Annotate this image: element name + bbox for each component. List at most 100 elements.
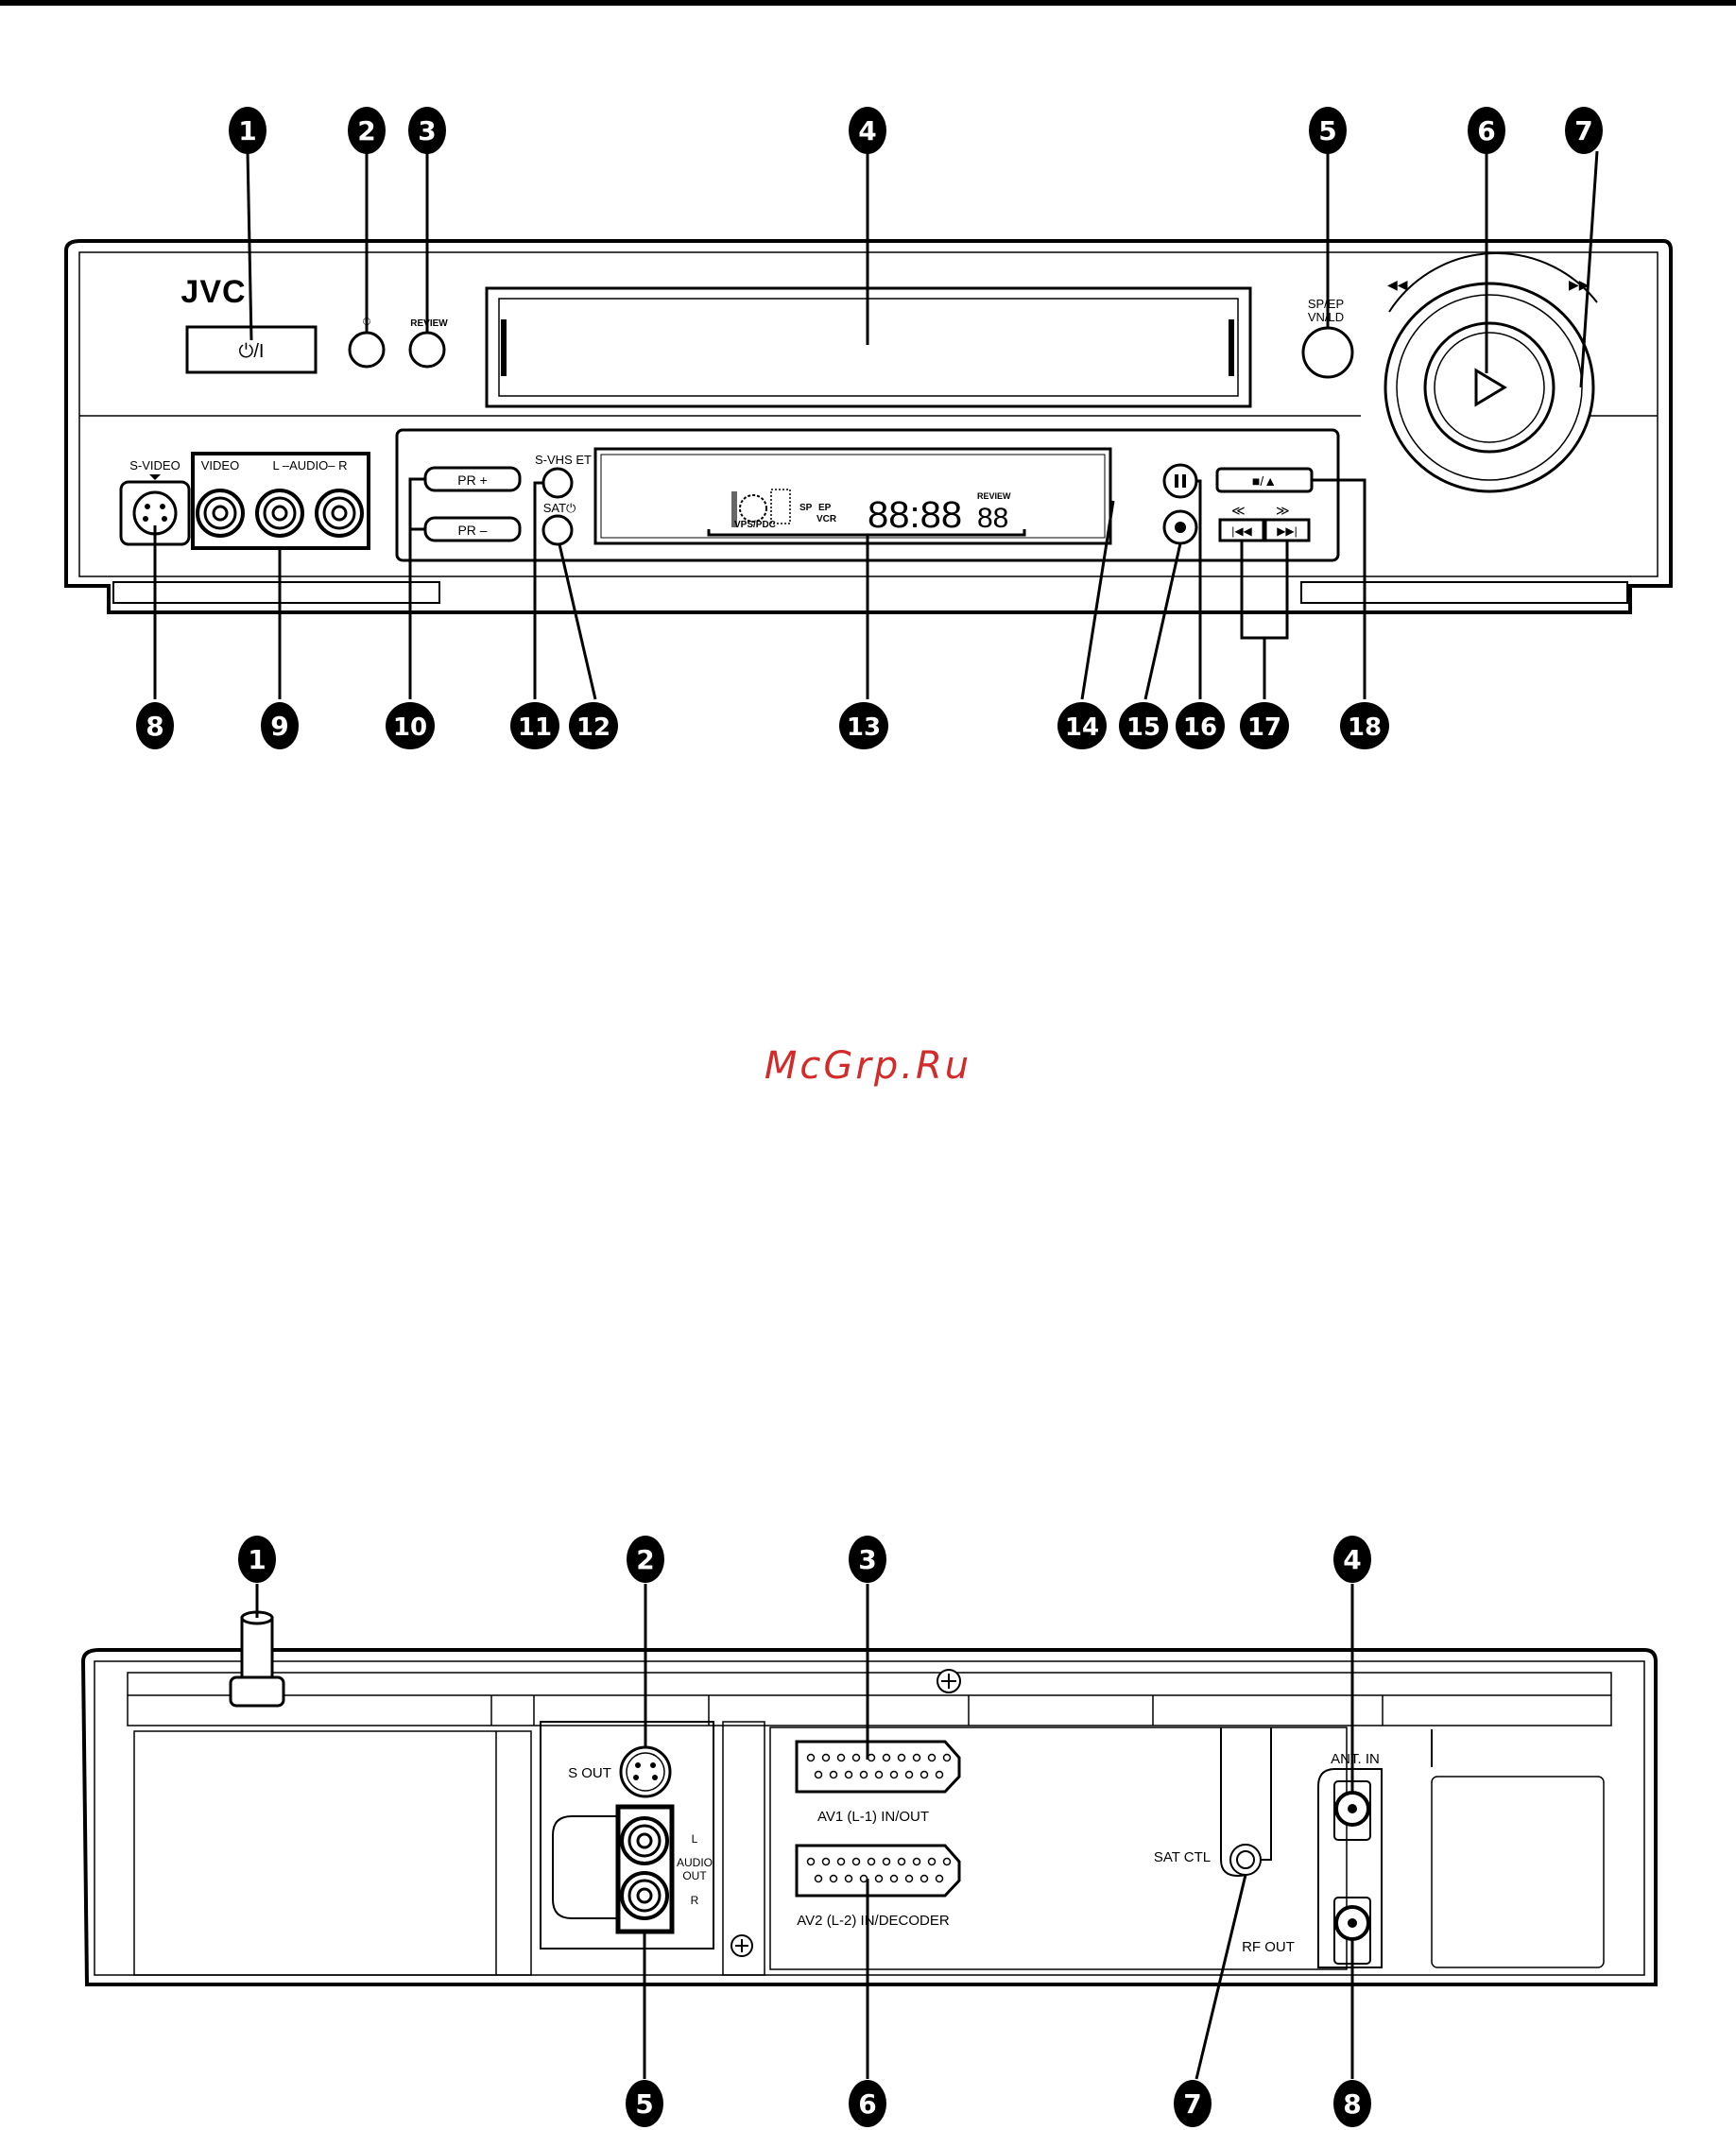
watermark-text: McGrp.Ru: [0, 1044, 1736, 1088]
slow-rev-icon: ≪: [1231, 503, 1246, 518]
callout-1: 1: [229, 107, 266, 154]
svg-text:1: 1: [248, 1544, 266, 1575]
svg-text:2: 2: [357, 115, 375, 146]
pr-plus-label: PR +: [457, 472, 488, 488]
svg-text:8: 8: [1343, 2088, 1361, 2120]
callout-18: 18: [1340, 702, 1389, 749]
callout-5: 5: [1309, 107, 1347, 154]
pause-button[interactable]: [1164, 465, 1196, 497]
pr-minus-button[interactable]: PR –: [425, 518, 520, 541]
s-out-jack[interactable]: [621, 1747, 670, 1796]
skip-back-button[interactable]: |◀◀: [1220, 520, 1263, 541]
callout-6: 6: [1468, 107, 1505, 154]
svg-text:3: 3: [858, 1544, 876, 1575]
svg-text:6: 6: [858, 2088, 876, 2120]
display-vcr: VCR: [816, 514, 837, 524]
display-sp: SP: [799, 503, 813, 513]
callout-3: 3: [408, 107, 446, 154]
front-panel: JVC ⏻/I ⏲ REVIEW SP/EP VN/LD: [66, 107, 1671, 749]
sat-label: SAT⏻: [543, 501, 576, 515]
callout-12: 12: [569, 702, 618, 749]
audio-r-label: R: [691, 1894, 699, 1907]
video-in-jack[interactable]: [198, 490, 243, 536]
av1-label: AV1 (L-1) IN/OUT: [817, 1809, 929, 1825]
forward-icon: ▶▶: [1569, 277, 1590, 292]
svg-text:2: 2: [636, 1544, 654, 1575]
callout-4: 4: [1333, 1536, 1371, 1583]
pr-plus-button[interactable]: PR +: [425, 468, 520, 490]
record-button[interactable]: [1164, 511, 1196, 543]
callout-7: 7: [1174, 2080, 1212, 2127]
review-label-top: REVIEW: [410, 318, 448, 329]
av2-scart-connector[interactable]: [797, 1846, 959, 1896]
fl-display: VPS/PDC SP EP VCR 88:88 REVIEW 88: [595, 449, 1110, 543]
callout-4: 4: [849, 107, 886, 154]
svg-text:12: 12: [576, 713, 610, 742]
svg-text:1: 1: [238, 115, 256, 146]
callout-7: 7: [1565, 107, 1603, 154]
s-vhs-et-label: S-VHS ET: [535, 453, 592, 467]
sp-ep-label: SP/EP: [1308, 297, 1344, 311]
svg-text:18: 18: [1348, 713, 1382, 742]
svg-text:13: 13: [847, 713, 881, 742]
audio-r-jack[interactable]: [317, 490, 362, 536]
pr-minus-label: PR –: [457, 523, 487, 538]
sat-ctl-jack[interactable]: [1230, 1845, 1261, 1875]
svg-text:9: 9: [270, 711, 288, 742]
review-button[interactable]: REVIEW: [410, 318, 448, 367]
svg-text:4: 4: [858, 115, 876, 146]
rewind-icon: ◀◀: [1387, 277, 1408, 292]
svg-text:3: 3: [418, 115, 436, 146]
audio-label: L –AUDIO– R: [273, 458, 348, 472]
sat-button[interactable]: [543, 516, 572, 544]
callout-2: 2: [627, 1536, 664, 1583]
svg-text:14: 14: [1065, 713, 1099, 742]
audio-out-label-2: OUT: [682, 1869, 707, 1882]
sat-ctl-label: SAT CTL: [1154, 1849, 1211, 1865]
rear-panel: S OUT L AUDIO OUT R AV1 (L-1) IN/OU: [83, 1536, 1656, 2127]
ant-in-jack[interactable]: [1336, 1793, 1368, 1825]
s-vhs-et-button[interactable]: [543, 469, 572, 497]
callout-2: 2: [348, 107, 386, 154]
stop-eject-label: ■/▲: [1252, 473, 1277, 489]
callout-16: 16: [1176, 702, 1225, 749]
callout-14: 14: [1057, 702, 1107, 749]
svg-text:4: 4: [1343, 1544, 1361, 1575]
av2-label: AV2 (L-2) IN/DECODER: [797, 1913, 950, 1929]
callout-8: 8: [136, 702, 174, 749]
rf-out-label: RF OUT: [1242, 1939, 1295, 1955]
svg-text:5: 5: [1318, 115, 1336, 146]
ant-in-label: ANT. IN: [1331, 1751, 1380, 1767]
audio-l-label: L: [692, 1832, 698, 1846]
skip-back-icon: |◀◀: [1231, 524, 1252, 538]
display-vps: VPS/PDC: [734, 520, 776, 530]
audio-out-label-1: AUDIO: [677, 1856, 713, 1869]
audio-out-l-jack[interactable]: [622, 1818, 667, 1864]
vn-ld-label: VN/LD: [1308, 310, 1344, 324]
slow-fwd-icon: ≫: [1276, 503, 1290, 518]
callout-15: 15: [1119, 702, 1168, 749]
rf-out-jack[interactable]: [1336, 1907, 1368, 1939]
audio-out-r-jack[interactable]: [622, 1873, 667, 1918]
svg-text:10: 10: [393, 713, 427, 742]
video-label: VIDEO: [201, 458, 239, 472]
callout-3: 3: [849, 1536, 886, 1583]
brand-logo: JVC: [180, 274, 246, 310]
av1-scart-connector[interactable]: [797, 1742, 959, 1792]
skip-forward-button[interactable]: ▶▶|: [1265, 520, 1309, 541]
callout-1: 1: [238, 1536, 276, 1583]
callout-13: 13: [839, 702, 888, 749]
svg-text:7: 7: [1574, 115, 1592, 146]
display-ep: EP: [818, 503, 832, 513]
stop-eject-button[interactable]: ■/▲: [1217, 469, 1312, 491]
svg-text:15: 15: [1126, 713, 1160, 742]
skip-forward-icon: ▶▶|: [1277, 524, 1298, 538]
audio-l-jack[interactable]: [257, 490, 302, 536]
callout-5: 5: [626, 2080, 663, 2127]
s-out-label: S OUT: [568, 1765, 611, 1781]
sp-ep-button[interactable]: [1303, 328, 1352, 377]
callout-10: 10: [386, 702, 435, 749]
callout-6: 6: [849, 2080, 886, 2127]
callout-9: 9: [261, 702, 299, 749]
display-channel: 88: [977, 503, 1008, 534]
